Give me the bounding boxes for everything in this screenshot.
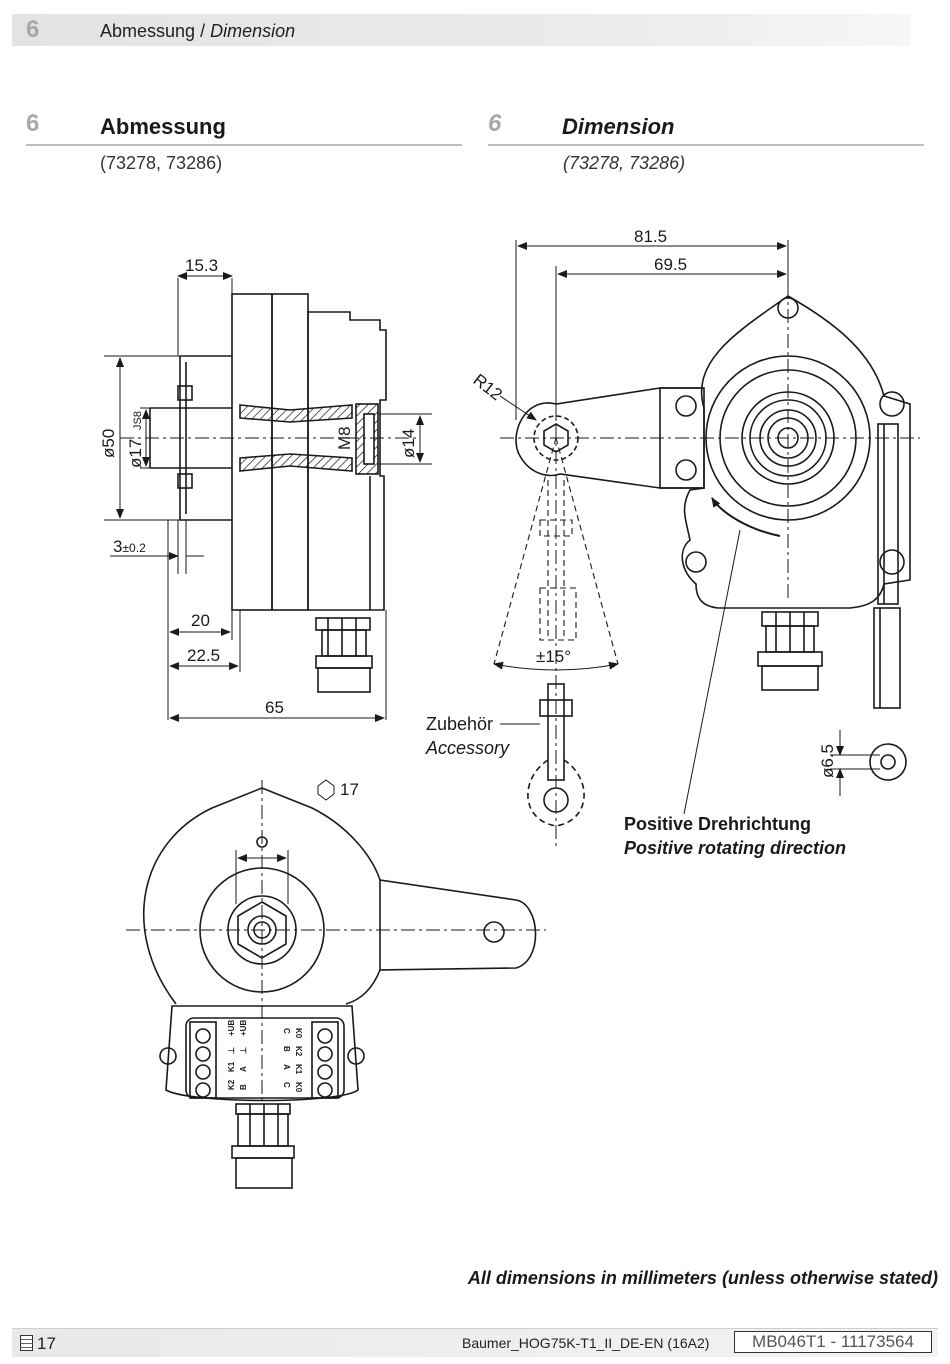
svg-text:K0: K0 — [294, 1082, 303, 1093]
chapter-number: 6 — [26, 16, 40, 43]
dim-65: 65 — [265, 698, 284, 717]
svg-text:C: C — [282, 1028, 291, 1034]
dim-thread-m8: M8 — [335, 426, 354, 450]
svg-text:C: C — [282, 1082, 291, 1088]
dim-diameter-14: ø14 — [399, 429, 418, 458]
svg-text:+UB: +UB — [227, 1020, 236, 1036]
rear-view — [126, 779, 546, 1189]
page-header-bar: 6 Abmessung / Dimension — [12, 14, 910, 46]
svg-text:+UB: +UB — [239, 1020, 248, 1036]
chapter-title: Abmessung / Dimension — [100, 21, 296, 41]
dim-22-5: 22.5 — [187, 646, 220, 665]
svg-text:B: B — [239, 1084, 248, 1090]
document-filename: Baumer_HOG75K-T1_II_DE-EN (16A2) — [462, 1335, 710, 1351]
svg-text:K2: K2 — [227, 1079, 236, 1090]
dim-81-5: 81.5 — [634, 227, 667, 246]
dim-diameter-50: ø50 — [99, 429, 118, 458]
section-heading-en: 6 Dimension — [488, 108, 924, 146]
document-icon — [20, 1335, 33, 1351]
accessory-label-en: Accessory — [425, 738, 510, 758]
svg-text:K0: K0 — [294, 1028, 303, 1039]
svg-text:B: B — [282, 1046, 291, 1052]
svg-text:K1: K1 — [227, 1061, 236, 1072]
document-code: MB046T1 - 11173564 — [734, 1331, 932, 1353]
model-numbers-de: (73278, 73286) — [100, 153, 223, 173]
dim-15-3: 15.3 — [185, 256, 218, 275]
page-footer: 17 Baumer_HOG75K-T1_II_DE-EN (16A2) MB04… — [12, 1328, 938, 1357]
dim-diameter-6-5: ø6.5 — [818, 744, 837, 778]
dim-69-5: 69.5 — [654, 255, 687, 274]
dim-20: 20 — [191, 611, 210, 630]
svg-text:K2: K2 — [294, 1046, 303, 1057]
svg-text:K1: K1 — [294, 1064, 303, 1075]
dim-angle-15: ±15° — [536, 647, 571, 666]
section-heading-de: 6 Abmessung — [26, 108, 462, 146]
terminal-labels-left: +UB ⊥ K1 K2 +UB ⊥ A B — [227, 1020, 248, 1090]
units-footnote: All dimensions in millimeters (unless ot… — [467, 1268, 938, 1288]
svg-text:A: A — [282, 1064, 291, 1070]
svg-text:⊥: ⊥ — [239, 1047, 248, 1054]
dim-3: 3±0.2 — [113, 537, 146, 556]
terminal-labels-right: K0 K2 K1 K0 C B A C — [282, 1028, 303, 1093]
rotation-label-en: Positive rotating direction — [624, 838, 846, 858]
model-numbers-en: (73278, 73286) — [563, 153, 686, 173]
front-view — [493, 240, 920, 850]
svg-text:A: A — [239, 1066, 248, 1072]
hex-size-17: 17 — [340, 780, 359, 799]
dim-radius-12: R12 — [470, 370, 506, 404]
accessory-label-de: Zubehör — [426, 714, 493, 734]
side-view — [104, 272, 432, 722]
svg-text:⊥: ⊥ — [227, 1047, 236, 1054]
page-number: 17 — [20, 1334, 56, 1354]
dim-tolerance-js8: JS8 — [132, 411, 144, 430]
dim-diameter-17: ø17 — [126, 439, 145, 468]
rotation-label-de: Positive Drehrichtung — [624, 814, 811, 834]
